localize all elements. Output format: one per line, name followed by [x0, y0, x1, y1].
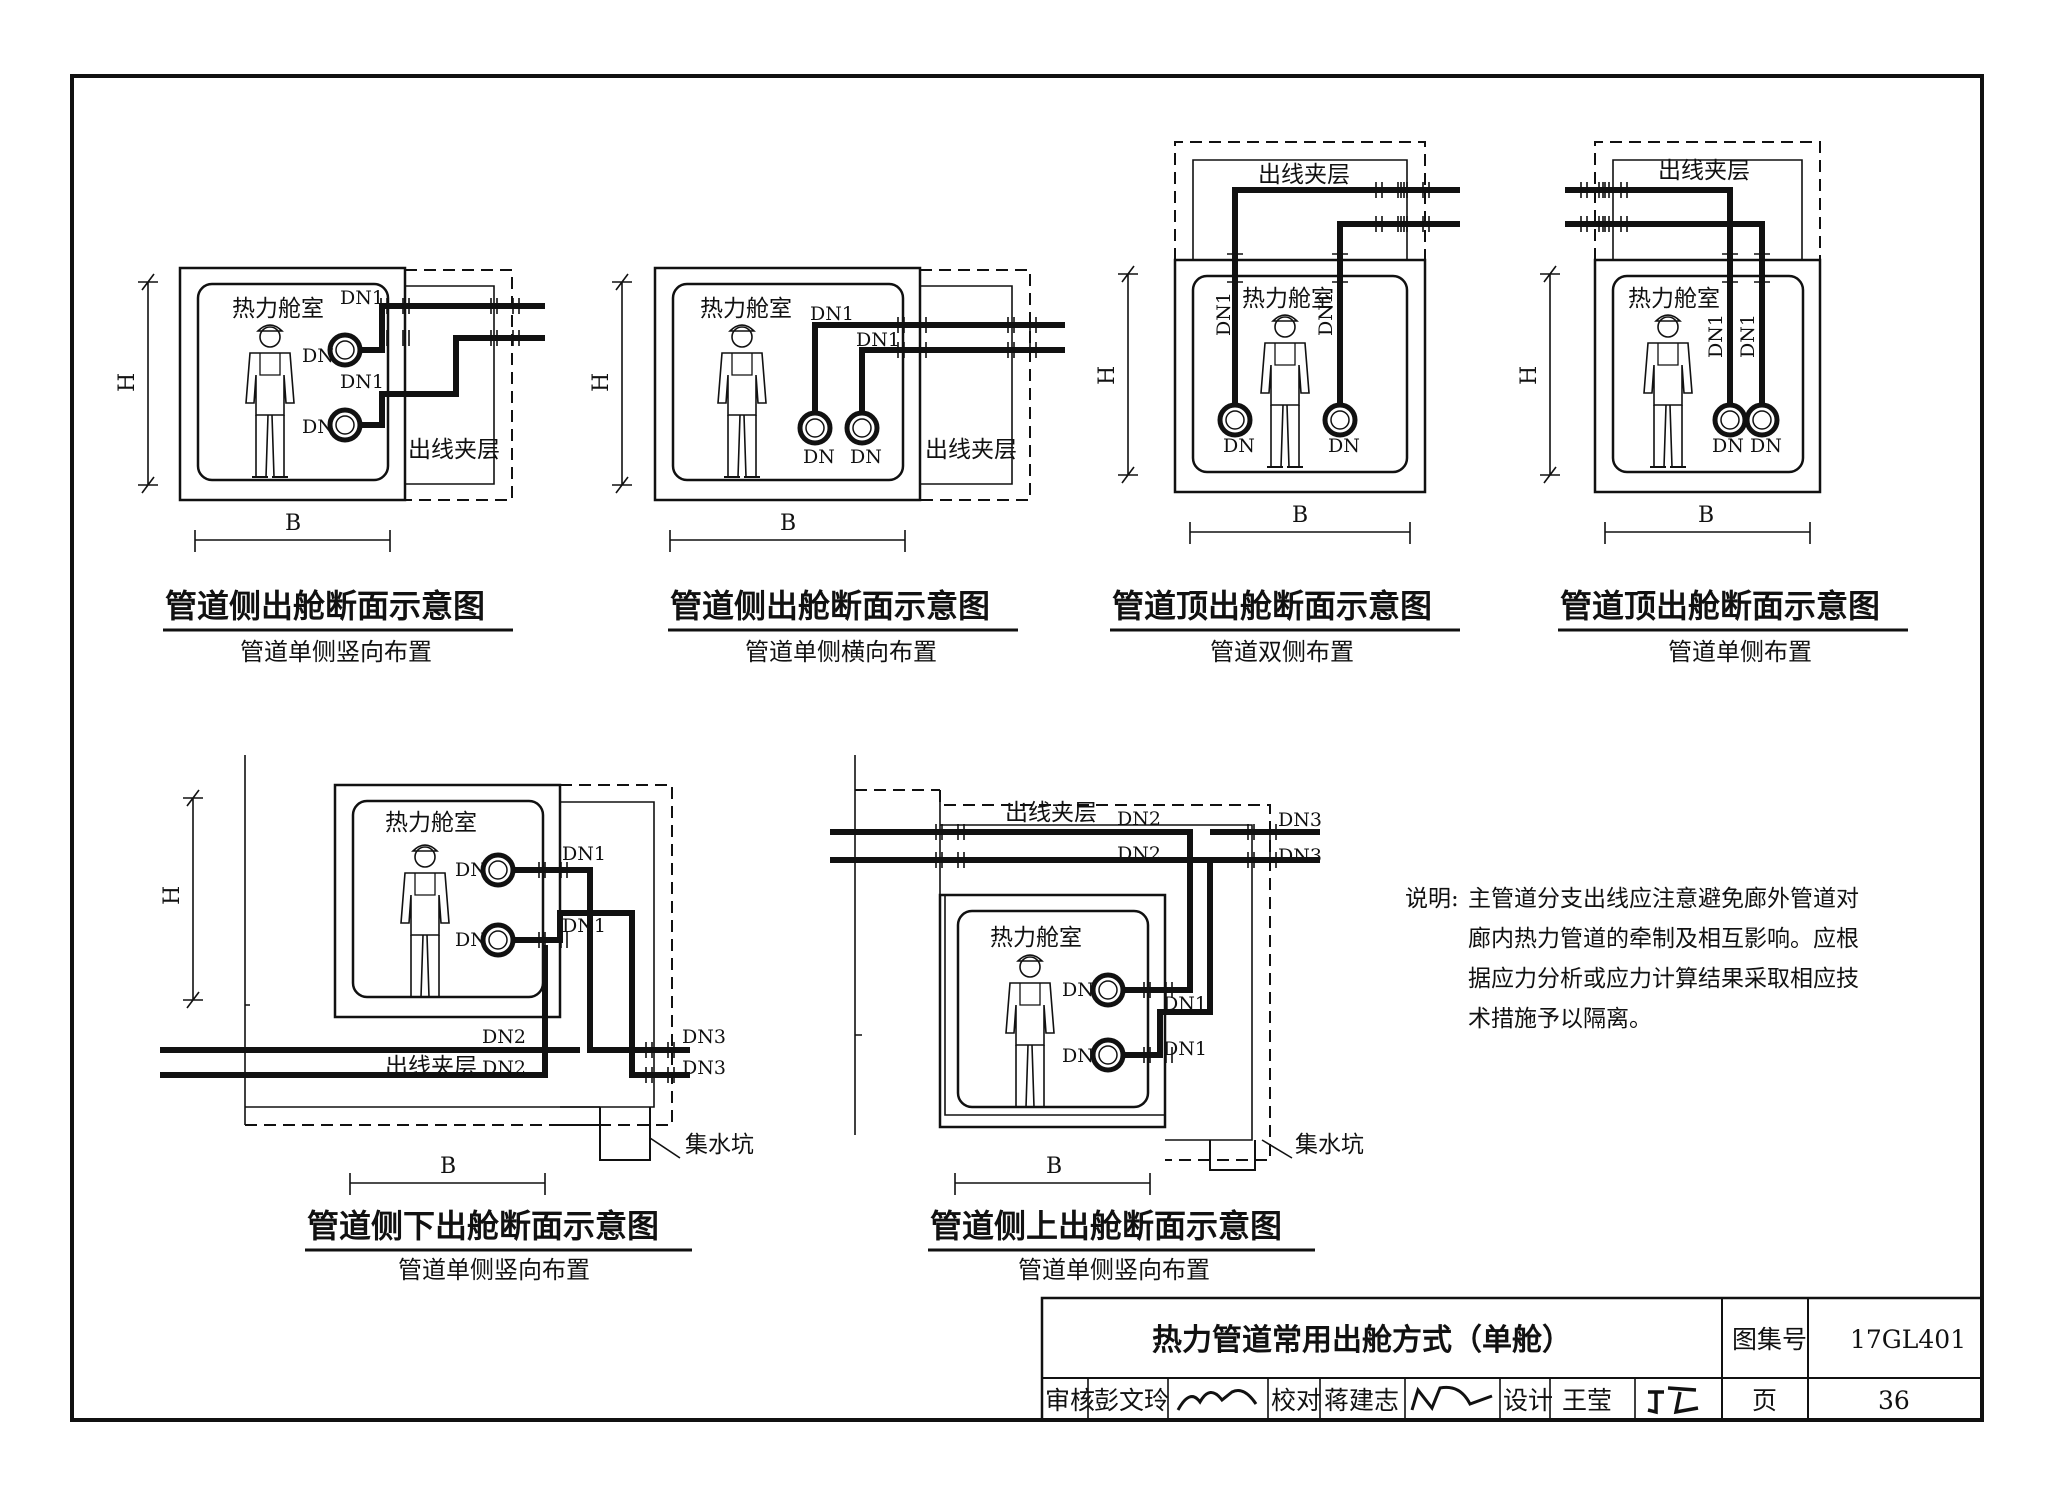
room-label: 热力舱室	[1628, 286, 1720, 312]
layer-label: 出线夹层	[408, 437, 500, 463]
review-label: 审核	[1045, 1386, 1095, 1415]
page-label: 页	[1752, 1386, 1777, 1415]
diagram-side-exit-vertical: 热力舱室 DN1 DN1 DN DN 出线夹层 H B 管道侧出舱断面示意图 管…	[115, 266, 545, 666]
note-line: 术措施予以隔离。	[1468, 1006, 1652, 1032]
sump-label: 集水坑	[1295, 1132, 1364, 1158]
dn3-label: DN3	[682, 1057, 726, 1079]
diagram-side-upper-exit: 热力舱室 出线夹层 DN2 DN2 DN3 DN3 DN DN DN1 DN1 …	[830, 755, 1364, 1284]
dim-b: B	[1046, 1154, 1062, 1179]
dn1-label: DN1	[1213, 292, 1235, 336]
dn2-label: DN2	[482, 1026, 526, 1048]
room-label: 热力舱室	[990, 925, 1082, 951]
layer-label: 出线夹层	[385, 1054, 477, 1080]
checker-signature	[1410, 1385, 1493, 1411]
dn-label: DN	[302, 416, 334, 438]
dn1-label: DN1	[856, 329, 900, 351]
atlas-label: 图集号	[1732, 1325, 1807, 1354]
reviewer-name: 彭文玲	[1094, 1386, 1169, 1415]
diagram-side-lower-exit: 热力舱室 DN DN DN1 DN1 DN2 DN2 DN3 DN3 出线夹层 …	[160, 755, 754, 1284]
diagram-subtitle: 管道单侧竖向布置	[398, 1256, 590, 1284]
page-number: 36	[1878, 1386, 1910, 1415]
dn-label: DN	[455, 929, 487, 951]
dn3-label: DN3	[682, 1026, 726, 1048]
dn-label: DN	[1328, 435, 1360, 457]
note-label: 说明:	[1405, 886, 1459, 912]
note-line: 廊内热力管道的牵制及相互影响。应根	[1468, 926, 1859, 952]
reviewer-signature	[1176, 1389, 1258, 1411]
room-label: 热力舱室	[1242, 286, 1334, 312]
diagram-title: 管道侧出舱断面示意图	[165, 587, 485, 625]
dn1-label: DN1	[1163, 1038, 1207, 1060]
dn3-label: DN3	[1278, 845, 1322, 867]
diagram-top-exit-both-sides: 热力舱室 出线夹层 DN1 DN1 DN DN H B 管道顶出舱断面示意图 管…	[1095, 141, 1460, 666]
diagram-subtitle: 管道单侧竖向布置	[1018, 1256, 1210, 1284]
sheet-frame	[70, 74, 1984, 1422]
dn1-label: DN1	[1163, 993, 1207, 1015]
checker-name: 蒋建志	[1324, 1386, 1399, 1415]
dim-h: H	[115, 373, 140, 392]
dn1-label: DN1	[810, 303, 854, 325]
room-label: 热力舱室	[385, 810, 477, 836]
dim-b: B	[285, 511, 301, 536]
dn-label: DN	[803, 446, 835, 468]
dn-label: DN	[1223, 435, 1255, 457]
layer-label: 出线夹层	[1005, 800, 1097, 826]
dim-b: B	[440, 1154, 456, 1179]
dn1-label: DN1	[562, 843, 606, 865]
diagram-top-exit-single-side: 热力舱室 出线夹层 DN1 DN1 DN DN H B 管道顶出舱断面示意图 管…	[1517, 141, 1908, 666]
dn-label: DN	[1062, 979, 1094, 1001]
dn-label: DN	[850, 446, 882, 468]
dn1-label: DN1	[1705, 314, 1727, 358]
dim-h: H	[160, 886, 185, 905]
dn1-label: DN1	[562, 915, 606, 937]
note-line: 主管道分支出线应注意避免廊外管道对	[1468, 886, 1859, 912]
dn1-label: DN1	[340, 371, 384, 393]
designer-signature	[1647, 1386, 1699, 1415]
dn2-label: DN2	[482, 1057, 526, 1079]
dim-h: H	[1095, 366, 1120, 385]
diagram-title: 管道顶出舱断面示意图	[1112, 587, 1432, 625]
diagram-title: 管道侧出舱断面示意图	[670, 587, 990, 625]
dn-label: DN	[1750, 435, 1782, 457]
dim-b: B	[1698, 503, 1714, 528]
diagram-title: 管道顶出舱断面示意图	[1560, 587, 1880, 625]
diagram-subtitle: 管道单侧布置	[1668, 638, 1812, 666]
dn1-label: DN1	[340, 287, 384, 309]
dn-label: DN	[1062, 1045, 1094, 1067]
designer-name: 王莹	[1562, 1386, 1612, 1415]
explanation-note: 说明: 主管道分支出线应注意避免廊外管道对 廊内热力管道的牵制及相互影响。应根 …	[1405, 886, 1859, 1032]
room-label: 热力舱室	[232, 296, 324, 322]
dim-h: H	[589, 373, 614, 392]
dn-label: DN	[455, 859, 487, 881]
title-block: 热力管道常用出舱方式（单舱） 图集号 17GL401 审核 彭文玲 校对 蒋建志…	[1040, 1296, 1984, 1422]
diagram-subtitle: 管道单侧横向布置	[745, 638, 937, 666]
dn1-label: DN1	[1737, 314, 1759, 358]
atlas-number: 17GL401	[1850, 1325, 1966, 1354]
drawing-title: 热力管道常用出舱方式（单舱）	[1152, 1323, 1572, 1358]
layer-label: 出线夹层	[1658, 158, 1750, 184]
note-line: 据应力分析或应力计算结果采取相应技	[1468, 966, 1859, 992]
diagram-side-exit-horizontal: 热力舱室 DN1 DN1 DN DN 出线夹层 H B 管道侧出舱断面示意图 管…	[589, 266, 1065, 666]
dn2-label: DN2	[1117, 843, 1161, 865]
dim-b: B	[780, 511, 796, 536]
dn-label: DN	[302, 345, 334, 367]
dn1-label: DN1	[1315, 292, 1337, 336]
check-label: 校对	[1271, 1386, 1321, 1415]
dn-label: DN	[1712, 435, 1744, 457]
dn3-label: DN3	[1278, 809, 1322, 831]
dn2-label: DN2	[1117, 808, 1161, 830]
diagram-title: 管道侧上出舱断面示意图	[930, 1207, 1282, 1245]
diagram-subtitle: 管道单侧竖向布置	[240, 638, 432, 666]
dim-h: H	[1517, 366, 1542, 385]
layer-label: 出线夹层	[1258, 162, 1350, 188]
room-label: 热力舱室	[700, 296, 792, 322]
layer-label: 出线夹层	[925, 437, 1017, 463]
diagram-subtitle: 管道双侧布置	[1210, 638, 1354, 666]
dim-b: B	[1292, 503, 1308, 528]
diagram-title: 管道侧下出舱断面示意图	[307, 1207, 659, 1245]
sump-label: 集水坑	[685, 1132, 754, 1158]
design-label: 设计	[1503, 1386, 1553, 1415]
